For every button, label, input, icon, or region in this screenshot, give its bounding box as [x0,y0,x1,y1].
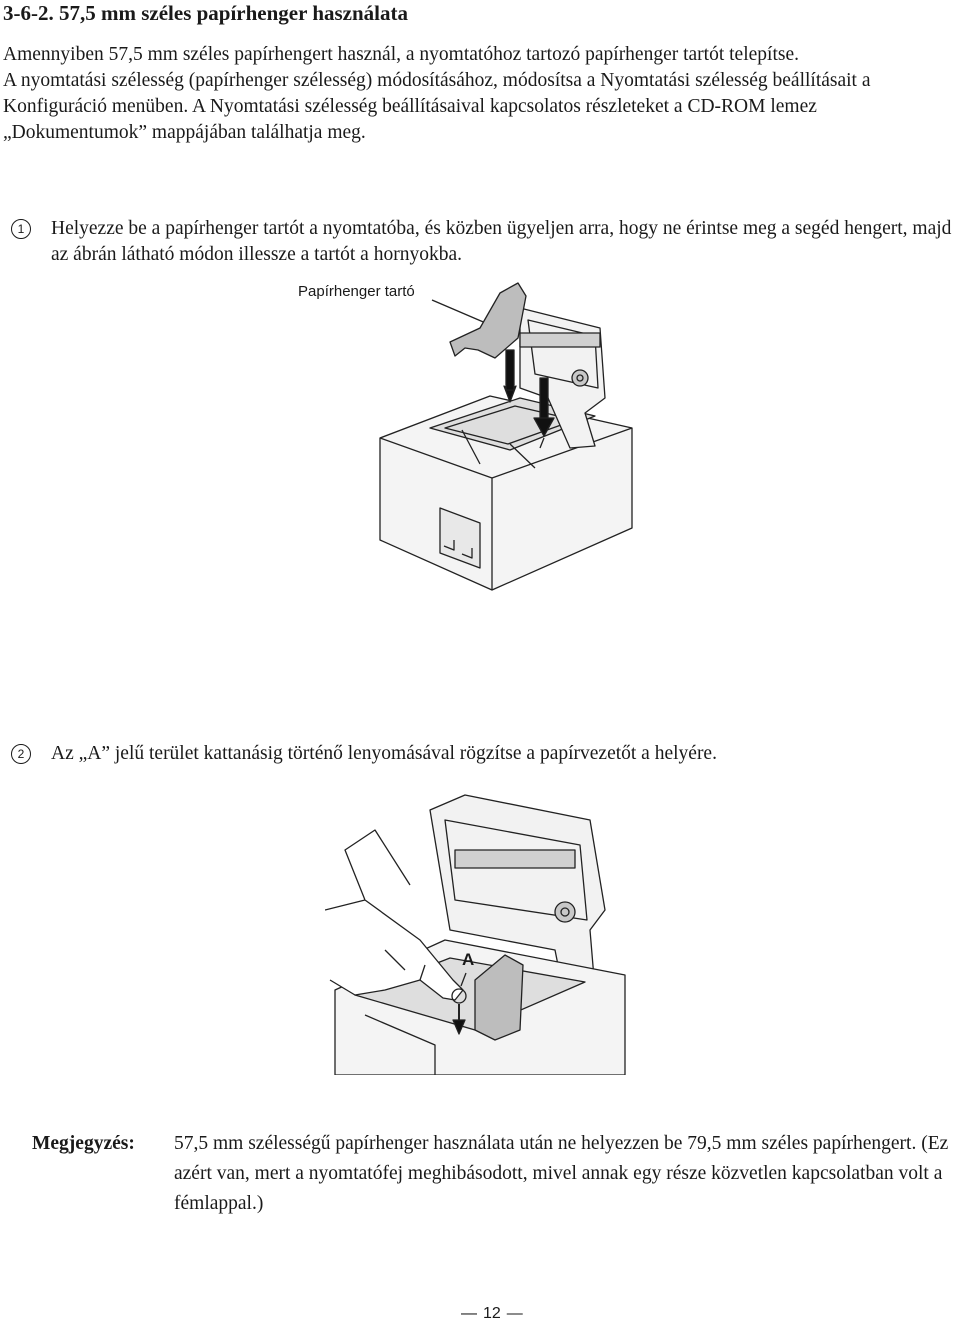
step-1-number: 1 [11,219,31,239]
page-number: — 12 — [458,1305,526,1323]
intro-paragraph-1: Amennyiben 57,5 mm széles papírhengert h… [3,44,799,65]
section-heading: 3-6-2. 57,5 mm széles papírhenger haszná… [3,1,408,25]
step-1: 1 Helyezze be a papírhenger tartót a nyo… [3,216,960,272]
printer-figure-1 [379,282,633,591]
page-number-value: 12 [483,1305,501,1322]
step-2: 2 Az „A” jelű terület kattanásig történő… [3,741,960,771]
note-text: 57,5 mm szélességű papírhenger használat… [174,1133,949,1214]
note-label: Megjegyzés: [32,1133,135,1154]
step-1-text: Helyezze be a papírhenger tartót a nyomt… [51,218,952,265]
area-a-label: A [462,950,475,969]
step-2-number: 2 [11,744,31,764]
intro-paragraph-2: A nyomtatási szélesség (papírhenger szél… [3,70,871,143]
page-dash-right: — [506,1305,523,1322]
step-2-text: Az „A” jelű terület kattanásig történő l… [51,743,717,764]
printer-figure-2 [325,794,626,1075]
paper-holder-callout: Papírhenger tartó [298,283,415,300]
intro-text: Amennyiben 57,5 mm széles papírhengert h… [3,42,958,146]
page-dash-left: — [461,1305,477,1322]
